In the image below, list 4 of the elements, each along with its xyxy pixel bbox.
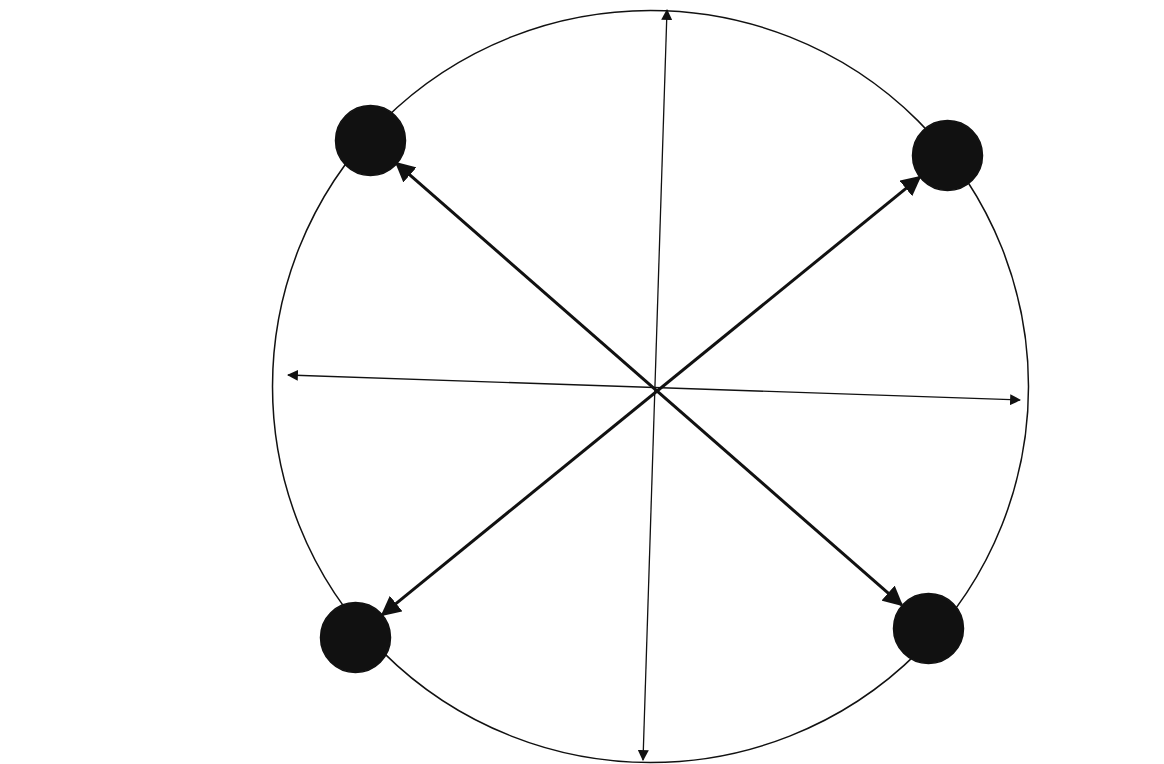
dot-circle	[891, 591, 965, 665]
dot-circle	[318, 600, 392, 674]
dot-circle	[910, 118, 984, 192]
dot-circle	[333, 103, 407, 177]
